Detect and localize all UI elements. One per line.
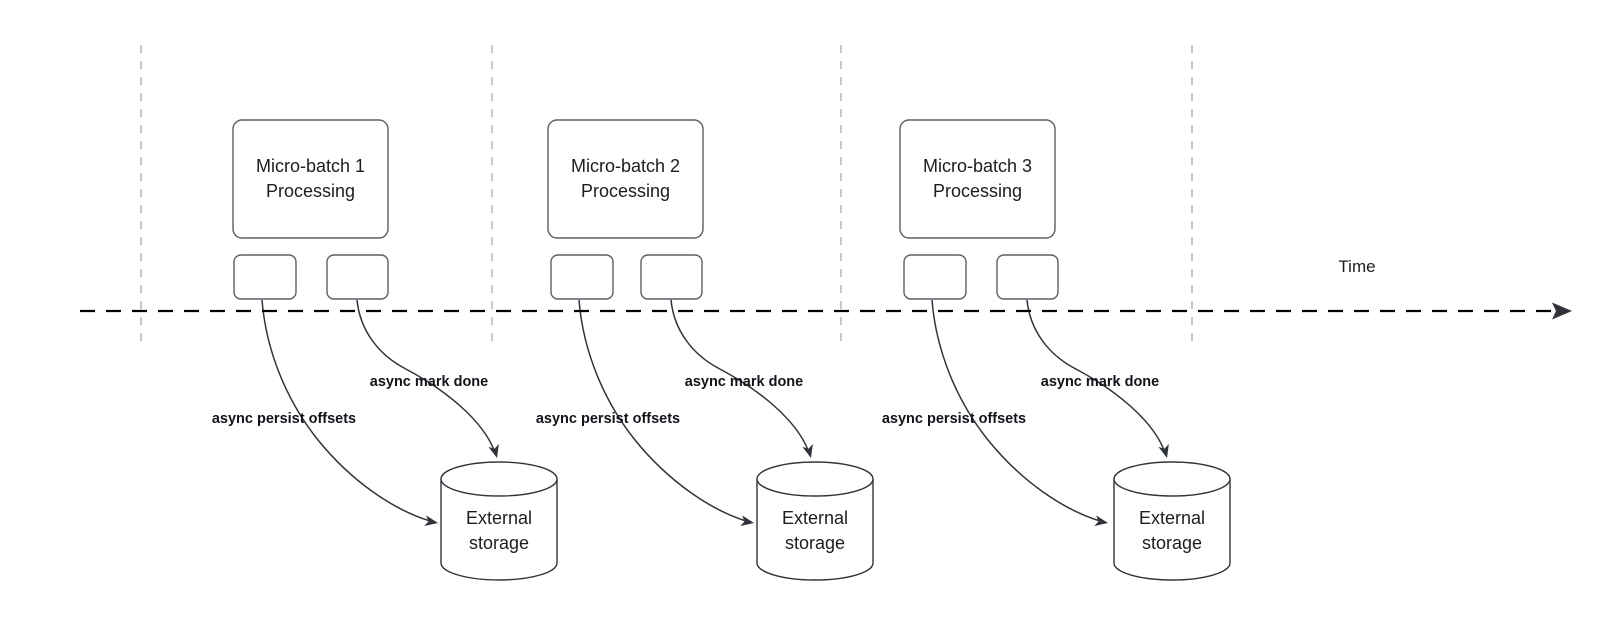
storage-cylinder-body[interactable] bbox=[756, 479, 874, 581]
edge-mark-done-path bbox=[1026, 299, 1165, 451]
edge-persist-offsets-path bbox=[931, 299, 1101, 522]
time-axis-arrowhead bbox=[1552, 302, 1572, 320]
batch-group-3: Micro-batch 3 Processing async persist off… bbox=[882, 119, 1231, 581]
edge-persist-offsets-label: async persist offsets bbox=[882, 411, 1026, 427]
storage-cylinder-top[interactable] bbox=[440, 461, 558, 497]
edge-mark-done-path bbox=[670, 299, 809, 451]
storage-label-line2: storage bbox=[469, 533, 529, 553]
storage-cylinder-body[interactable] bbox=[1113, 479, 1231, 581]
storage-label-line2: storage bbox=[785, 533, 845, 553]
storage-label-line1: External bbox=[466, 508, 532, 528]
storage-cylinder-body[interactable] bbox=[440, 479, 558, 581]
task-box-persist[interactable] bbox=[903, 254, 967, 300]
edge-mark-done-arrowhead bbox=[802, 444, 813, 458]
edge-persist-offsets-path bbox=[578, 299, 747, 522]
edge-persist-offsets-arrowhead bbox=[740, 515, 754, 527]
micro-batch-box[interactable] bbox=[547, 119, 704, 239]
edge-mark-done-arrowhead bbox=[1158, 444, 1169, 458]
micro-batch-box[interactable] bbox=[899, 119, 1056, 239]
micro-batch-label-line2: Processing bbox=[933, 181, 1022, 201]
micro-batch-label-line2: Processing bbox=[581, 181, 670, 201]
task-box-mark[interactable] bbox=[640, 254, 703, 300]
edge-persist-offsets-arrowhead bbox=[424, 515, 438, 527]
task-box-mark[interactable] bbox=[326, 254, 389, 300]
storage-label-line1: External bbox=[1139, 508, 1205, 528]
task-box-persist[interactable] bbox=[550, 254, 614, 300]
batch-group-1: Micro-batch 1 Processing async persist off… bbox=[212, 119, 558, 581]
micro-batch-label-line2: Processing bbox=[266, 181, 355, 201]
task-box-persist[interactable] bbox=[233, 254, 297, 300]
micro-batch-label-line1: Micro-batch 1 bbox=[256, 156, 365, 176]
edge-mark-done-label: async mark done bbox=[1041, 374, 1159, 390]
task-box-mark[interactable] bbox=[996, 254, 1059, 300]
edge-mark-done-path bbox=[356, 299, 495, 451]
edge-persist-offsets-label: async persist offsets bbox=[212, 411, 356, 427]
edge-persist-offsets-label: async persist offsets bbox=[536, 411, 680, 427]
storage-label-line2: storage bbox=[1142, 533, 1202, 553]
micro-batch-label-line1: Micro-batch 3 bbox=[923, 156, 1032, 176]
storage-cylinder-top[interactable] bbox=[756, 461, 874, 497]
edge-mark-done-arrowhead bbox=[488, 444, 499, 458]
edge-mark-done-label: async mark done bbox=[370, 374, 488, 390]
batch-group-2: Micro-batch 2 Processing async persist off… bbox=[536, 119, 874, 581]
edge-mark-done-label: async mark done bbox=[685, 374, 803, 390]
edge-persist-offsets-arrowhead bbox=[1094, 515, 1108, 527]
storage-cylinder-top[interactable] bbox=[1113, 461, 1231, 497]
edge-persist-offsets-path bbox=[261, 299, 431, 522]
time-axis-label: Time bbox=[1338, 257, 1375, 276]
micro-batch-label-line1: Micro-batch 2 bbox=[571, 156, 680, 176]
micro-batch-box[interactable] bbox=[232, 119, 389, 239]
storage-label-line1: External bbox=[782, 508, 848, 528]
